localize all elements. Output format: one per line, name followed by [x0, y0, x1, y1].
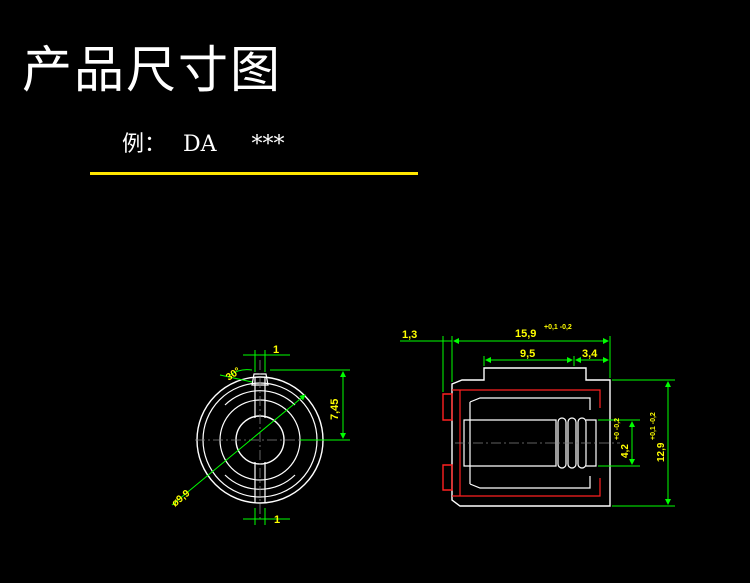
dim-mid-length: 9,5	[520, 348, 535, 360]
front-top-terminal	[251, 373, 269, 386]
dim-top-width: 1	[273, 344, 279, 356]
dim-overall-tol: +0,1 -0,2	[544, 324, 572, 331]
dim-bore-tol: +0 -0,2	[614, 418, 621, 440]
dim-outer-diameter: 12,9	[656, 442, 667, 462]
front-bottom-slot	[254, 462, 266, 503]
dim-left-offset: 1,3	[402, 329, 417, 341]
side-bore	[463, 419, 557, 467]
dim-bore-diameter: 4,2	[620, 444, 631, 458]
dim-bottom-width: 1	[274, 514, 280, 526]
dim-overall-length: 15,9	[515, 328, 536, 340]
dim-right-length: 3,4	[582, 348, 598, 360]
example-line: 例： DA ***	[122, 126, 285, 158]
front-top-slot	[254, 377, 266, 418]
side-red-edge-top	[442, 393, 453, 421]
dim-outer-tol: +0,1 -0,2	[650, 412, 657, 440]
side-red-frame	[452, 389, 601, 497]
example-label: 例：	[122, 132, 167, 157]
example-model-prefix: DA	[183, 132, 217, 157]
page-title: 产品尺寸图	[22, 41, 282, 99]
dim-height: 7,45	[329, 399, 341, 420]
side-red-edge-bottom	[442, 464, 453, 491]
front-view: 1 30° 7,45 ø9,9 1	[170, 344, 350, 526]
side-outer-body	[451, 367, 611, 507]
side-view: 1,3 15,9 +0,1 -0,2 9,5 3,4 4,2 +0 -0,2 1…	[400, 324, 675, 507]
example-model-suffix: ***	[251, 132, 285, 157]
title-underline	[90, 172, 418, 175]
